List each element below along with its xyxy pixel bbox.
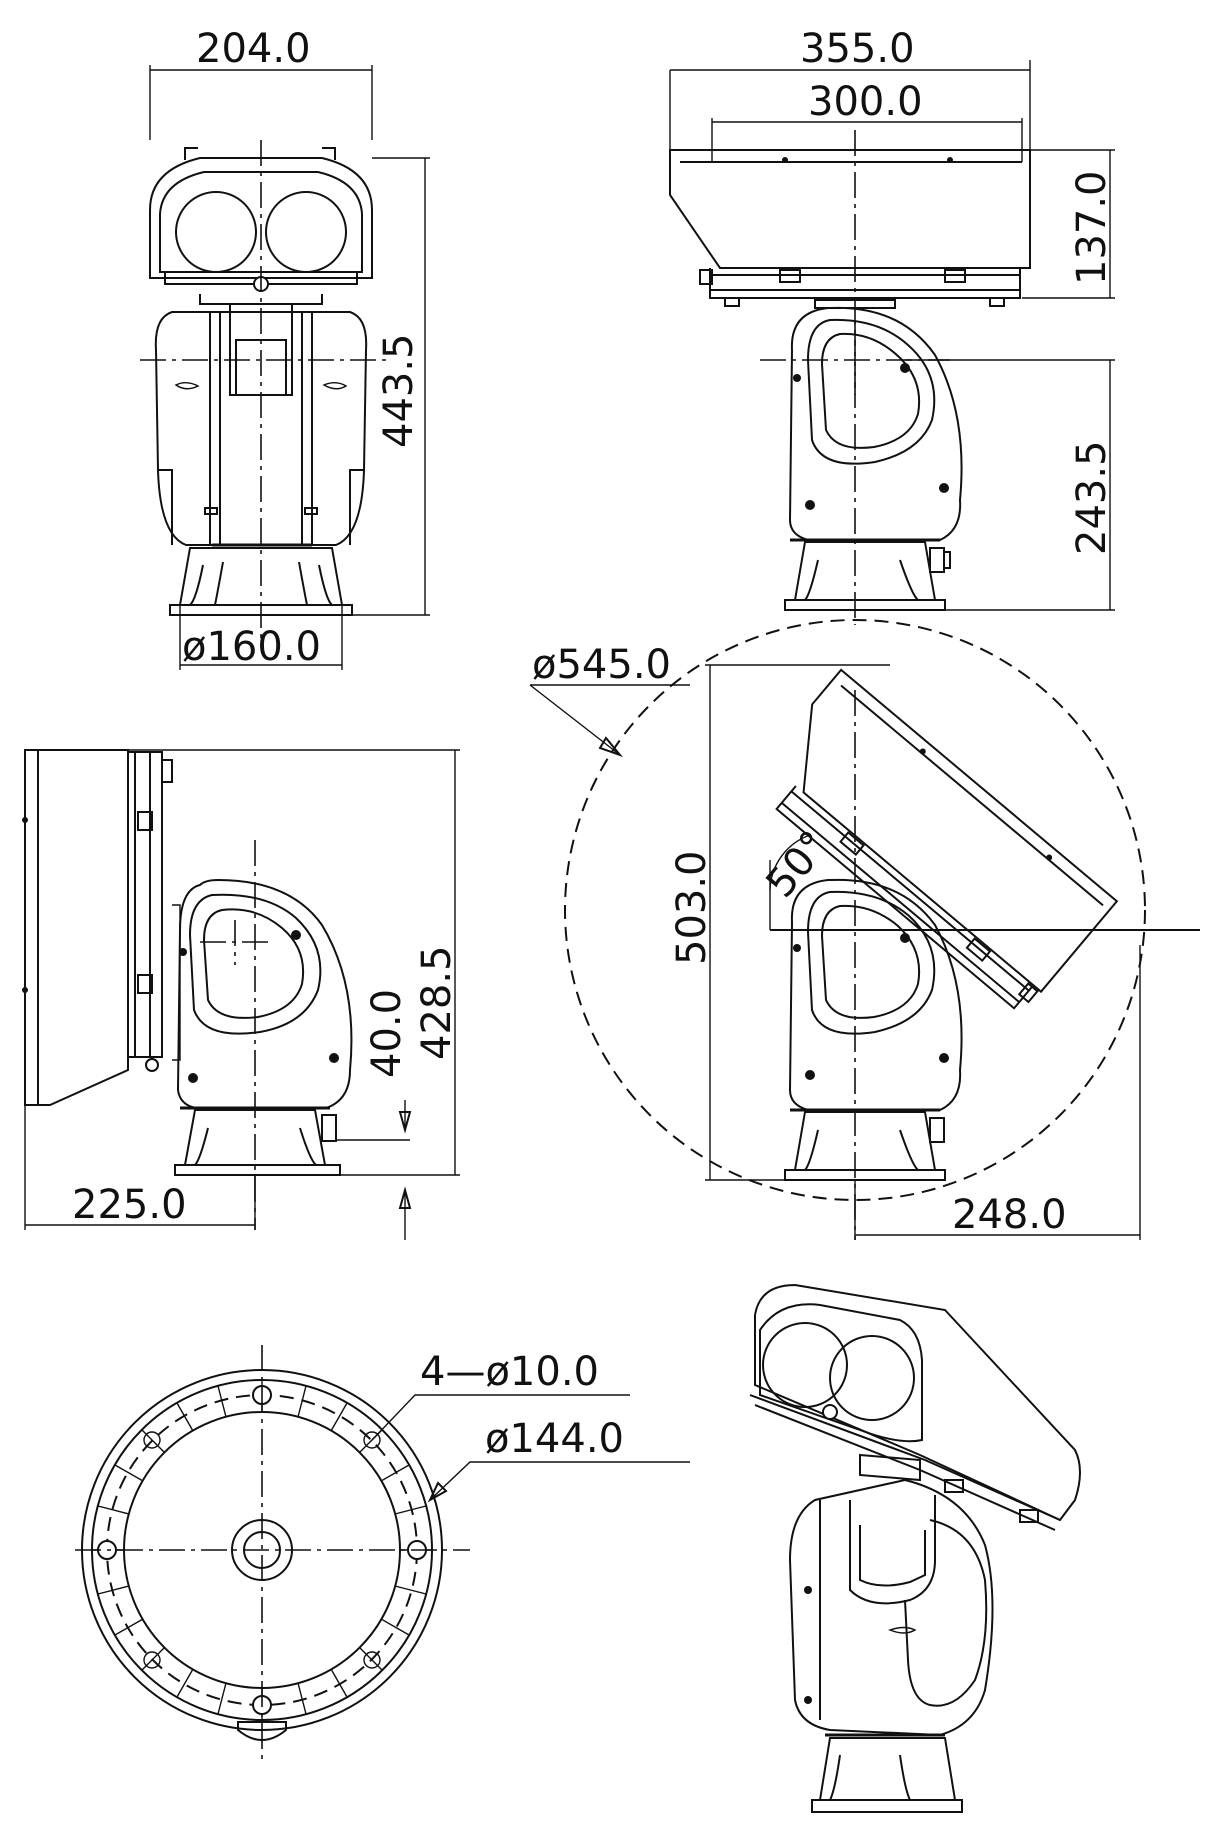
dim-housing-height: 137.0 xyxy=(1069,170,1115,285)
dim-housing-width: 355.0 xyxy=(800,26,915,72)
dim-bolt-holes: 4—ø10.0 xyxy=(420,1349,599,1395)
side-view-level: 355.0 300.0 137.0 243.5 xyxy=(669,26,1115,625)
tilted-view: 50° ø545.0 503.0 248.0 xyxy=(529,619,1200,1240)
dim-side-height: 428.5 xyxy=(414,945,460,1060)
dim-side-depth: 225.0 xyxy=(72,1182,187,1228)
dim-pan-height: 243.5 xyxy=(1069,440,1115,555)
side-view-rear: 428.5 40.0 225.0 xyxy=(22,749,460,1240)
dim-front-width: 204.0 xyxy=(196,26,311,72)
dim-base-diameter: ø160.0 xyxy=(182,624,321,670)
dim-front-height: 443.5 xyxy=(376,333,422,448)
isometric-view xyxy=(749,1283,1081,1813)
dim-bolt-circle: ø144.0 xyxy=(485,1416,624,1462)
dim-tilt-height: 503.0 xyxy=(669,850,715,965)
bottom-view: 4—ø10.0 ø144.0 xyxy=(75,1345,690,1760)
dim-window-width: 300.0 xyxy=(808,79,923,125)
dim-side-offset: 40.0 xyxy=(364,989,410,1078)
front-view: 204.0 443.5 ø160.0 xyxy=(140,26,430,670)
dim-swing-diameter: ø545.0 xyxy=(532,642,671,688)
dim-tilt-reach: 248.0 xyxy=(952,1192,1067,1238)
